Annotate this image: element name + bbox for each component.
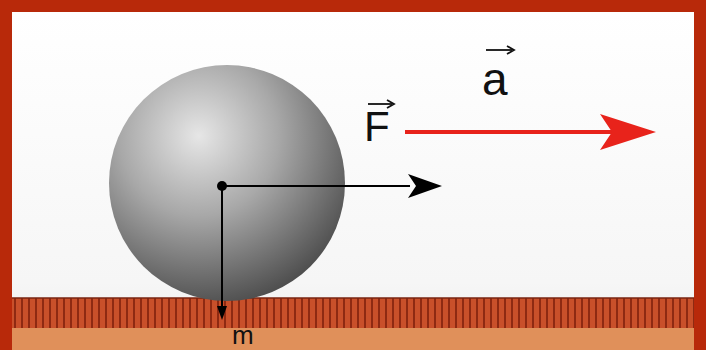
vector-label: m xyxy=(232,322,254,348)
floor-base xyxy=(12,328,694,350)
force-head xyxy=(408,174,442,198)
vector-label: a xyxy=(482,56,508,102)
weight-line xyxy=(221,186,223,310)
acceleration-head xyxy=(600,114,656,150)
vector-bar xyxy=(368,103,392,105)
floor xyxy=(12,298,694,328)
ball xyxy=(109,65,345,301)
force-line xyxy=(222,185,410,187)
panel xyxy=(12,12,694,350)
vector-bar-head xyxy=(507,46,514,54)
acceleration-line xyxy=(405,130,615,134)
vector-bar xyxy=(486,49,512,51)
weight-head xyxy=(217,306,227,320)
vector-label: F xyxy=(364,106,390,148)
